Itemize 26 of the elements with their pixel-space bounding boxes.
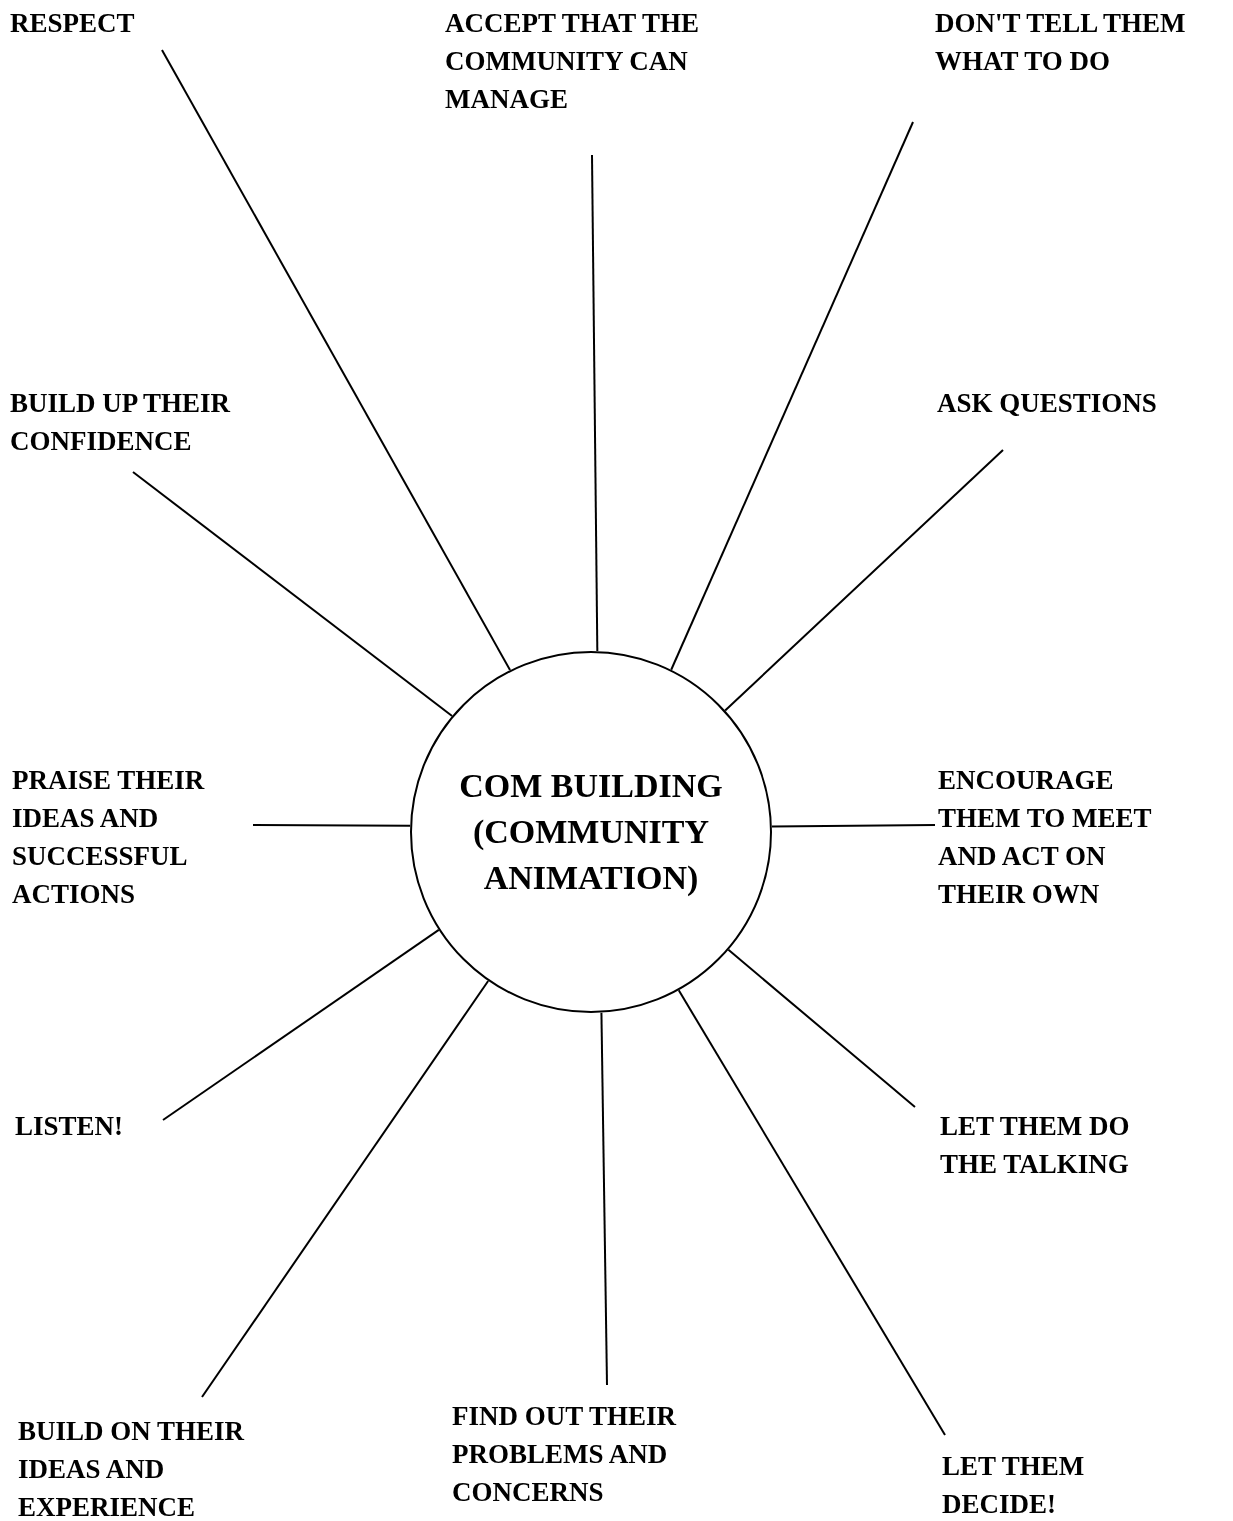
spoke-line bbox=[591, 154, 599, 653]
spoke-label: LISTEN! bbox=[15, 1107, 165, 1145]
spoke-line bbox=[161, 49, 512, 672]
spoke-label: BUILD UP THEIR CONFIDENCE bbox=[10, 384, 310, 460]
spoke-line bbox=[252, 824, 412, 827]
spoke-label: ASK QUESTIONS bbox=[937, 384, 1227, 422]
spoke-line bbox=[201, 979, 490, 1398]
spoke-label: PRAISE THEIR IDEAS AND SUCCESSFUL ACTIONS bbox=[12, 761, 252, 913]
circle-label: COM BUILDING (COMMUNITY ANIMATION) bbox=[458, 766, 724, 898]
spoke-label: LET THEM DO THE TALKING bbox=[940, 1107, 1190, 1183]
spoke-label: ENCOURAGE THEM TO MEET AND ACT ON THEIR OWN bbox=[938, 761, 1188, 913]
spoke-line bbox=[727, 948, 916, 1108]
spoke-label: BUILD ON THEIR IDEAS AND EXPERIENCE bbox=[18, 1412, 318, 1521]
spoke-line bbox=[770, 824, 936, 828]
spoke-line bbox=[677, 989, 946, 1436]
spoke-label: FIND OUT THEIR PROBLEMS AND CONCERNS bbox=[452, 1397, 742, 1511]
spoke-line bbox=[600, 1011, 608, 1386]
spoke-line bbox=[724, 449, 1004, 712]
spoke-label: LET THEM DECIDE! bbox=[942, 1447, 1142, 1521]
spoke-label: ACCEPT THAT THE COMMUNITY CAN MANAGE bbox=[445, 4, 775, 118]
spoke-label: RESPECT bbox=[10, 4, 180, 42]
spoke-line bbox=[670, 121, 914, 671]
spoke-line bbox=[162, 928, 440, 1121]
central-circle bbox=[410, 651, 772, 1013]
spoke-label: DON'T TELL THEM WHAT TO DO bbox=[935, 4, 1197, 80]
spoke-line bbox=[132, 471, 454, 717]
